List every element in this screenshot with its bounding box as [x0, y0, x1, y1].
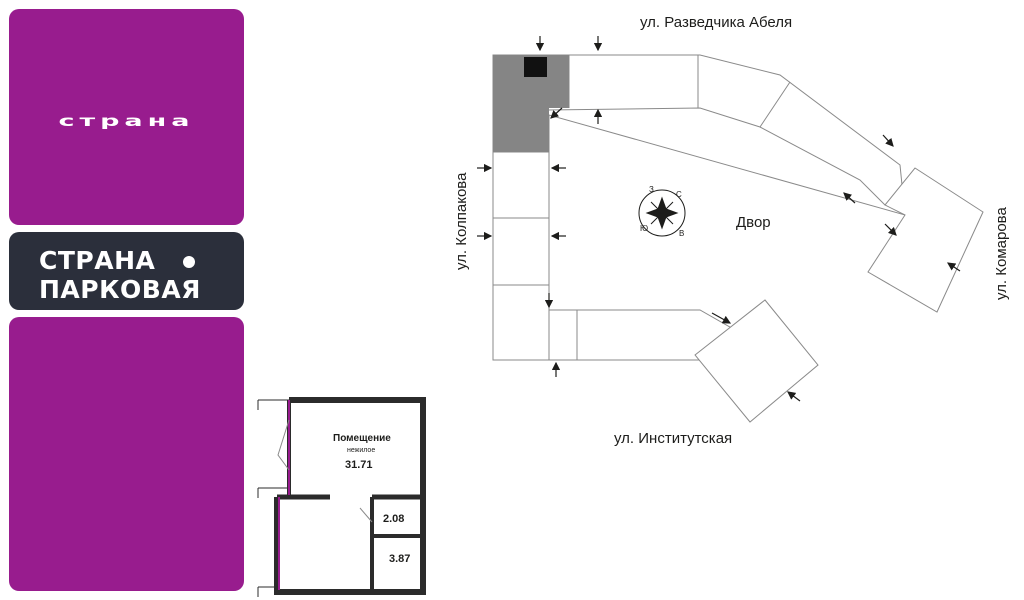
svg-text:З: З [649, 185, 654, 194]
svg-text:С: С [676, 190, 682, 199]
project-name-panel: СТРАНА ПАРКОВАЯ [9, 232, 244, 310]
highlighted-section [493, 55, 569, 152]
brand-decor-panel [9, 317, 244, 591]
svg-text:Ю: Ю [640, 224, 648, 233]
floor-plan: Помещение нежилое 31.71 2.08 3.87 [257, 397, 426, 597]
svg-text:В: В [679, 229, 684, 238]
room-name: Помещение [333, 433, 391, 444]
street-south-label: ул. Институтская [614, 430, 732, 447]
area-main: 31.71 [345, 459, 373, 471]
brand-logo-panel: страна [9, 9, 244, 225]
street-north-label: ул. Разведчика Абеля [640, 14, 792, 31]
project-name-line2: ПАРКОВАЯ [39, 275, 201, 304]
area-bottom: 3.87 [389, 553, 410, 565]
street-west-label: ул. Колпакова [453, 172, 470, 270]
selected-unit-marker [524, 57, 547, 77]
brand-logo: страна [58, 112, 195, 131]
brand-dot [183, 256, 195, 268]
compass-rose-icon: З С В Ю [638, 185, 686, 238]
courtyard-label: Двор [736, 214, 771, 231]
entrance-arrow-icon [477, 36, 961, 402]
room-type: нежилое [347, 447, 375, 454]
street-east-label: ул. Комарова [993, 207, 1010, 300]
project-name-line1: СТРАНА [39, 246, 156, 275]
building-outline [492, 54, 984, 423]
area-small: 2.08 [383, 513, 404, 525]
